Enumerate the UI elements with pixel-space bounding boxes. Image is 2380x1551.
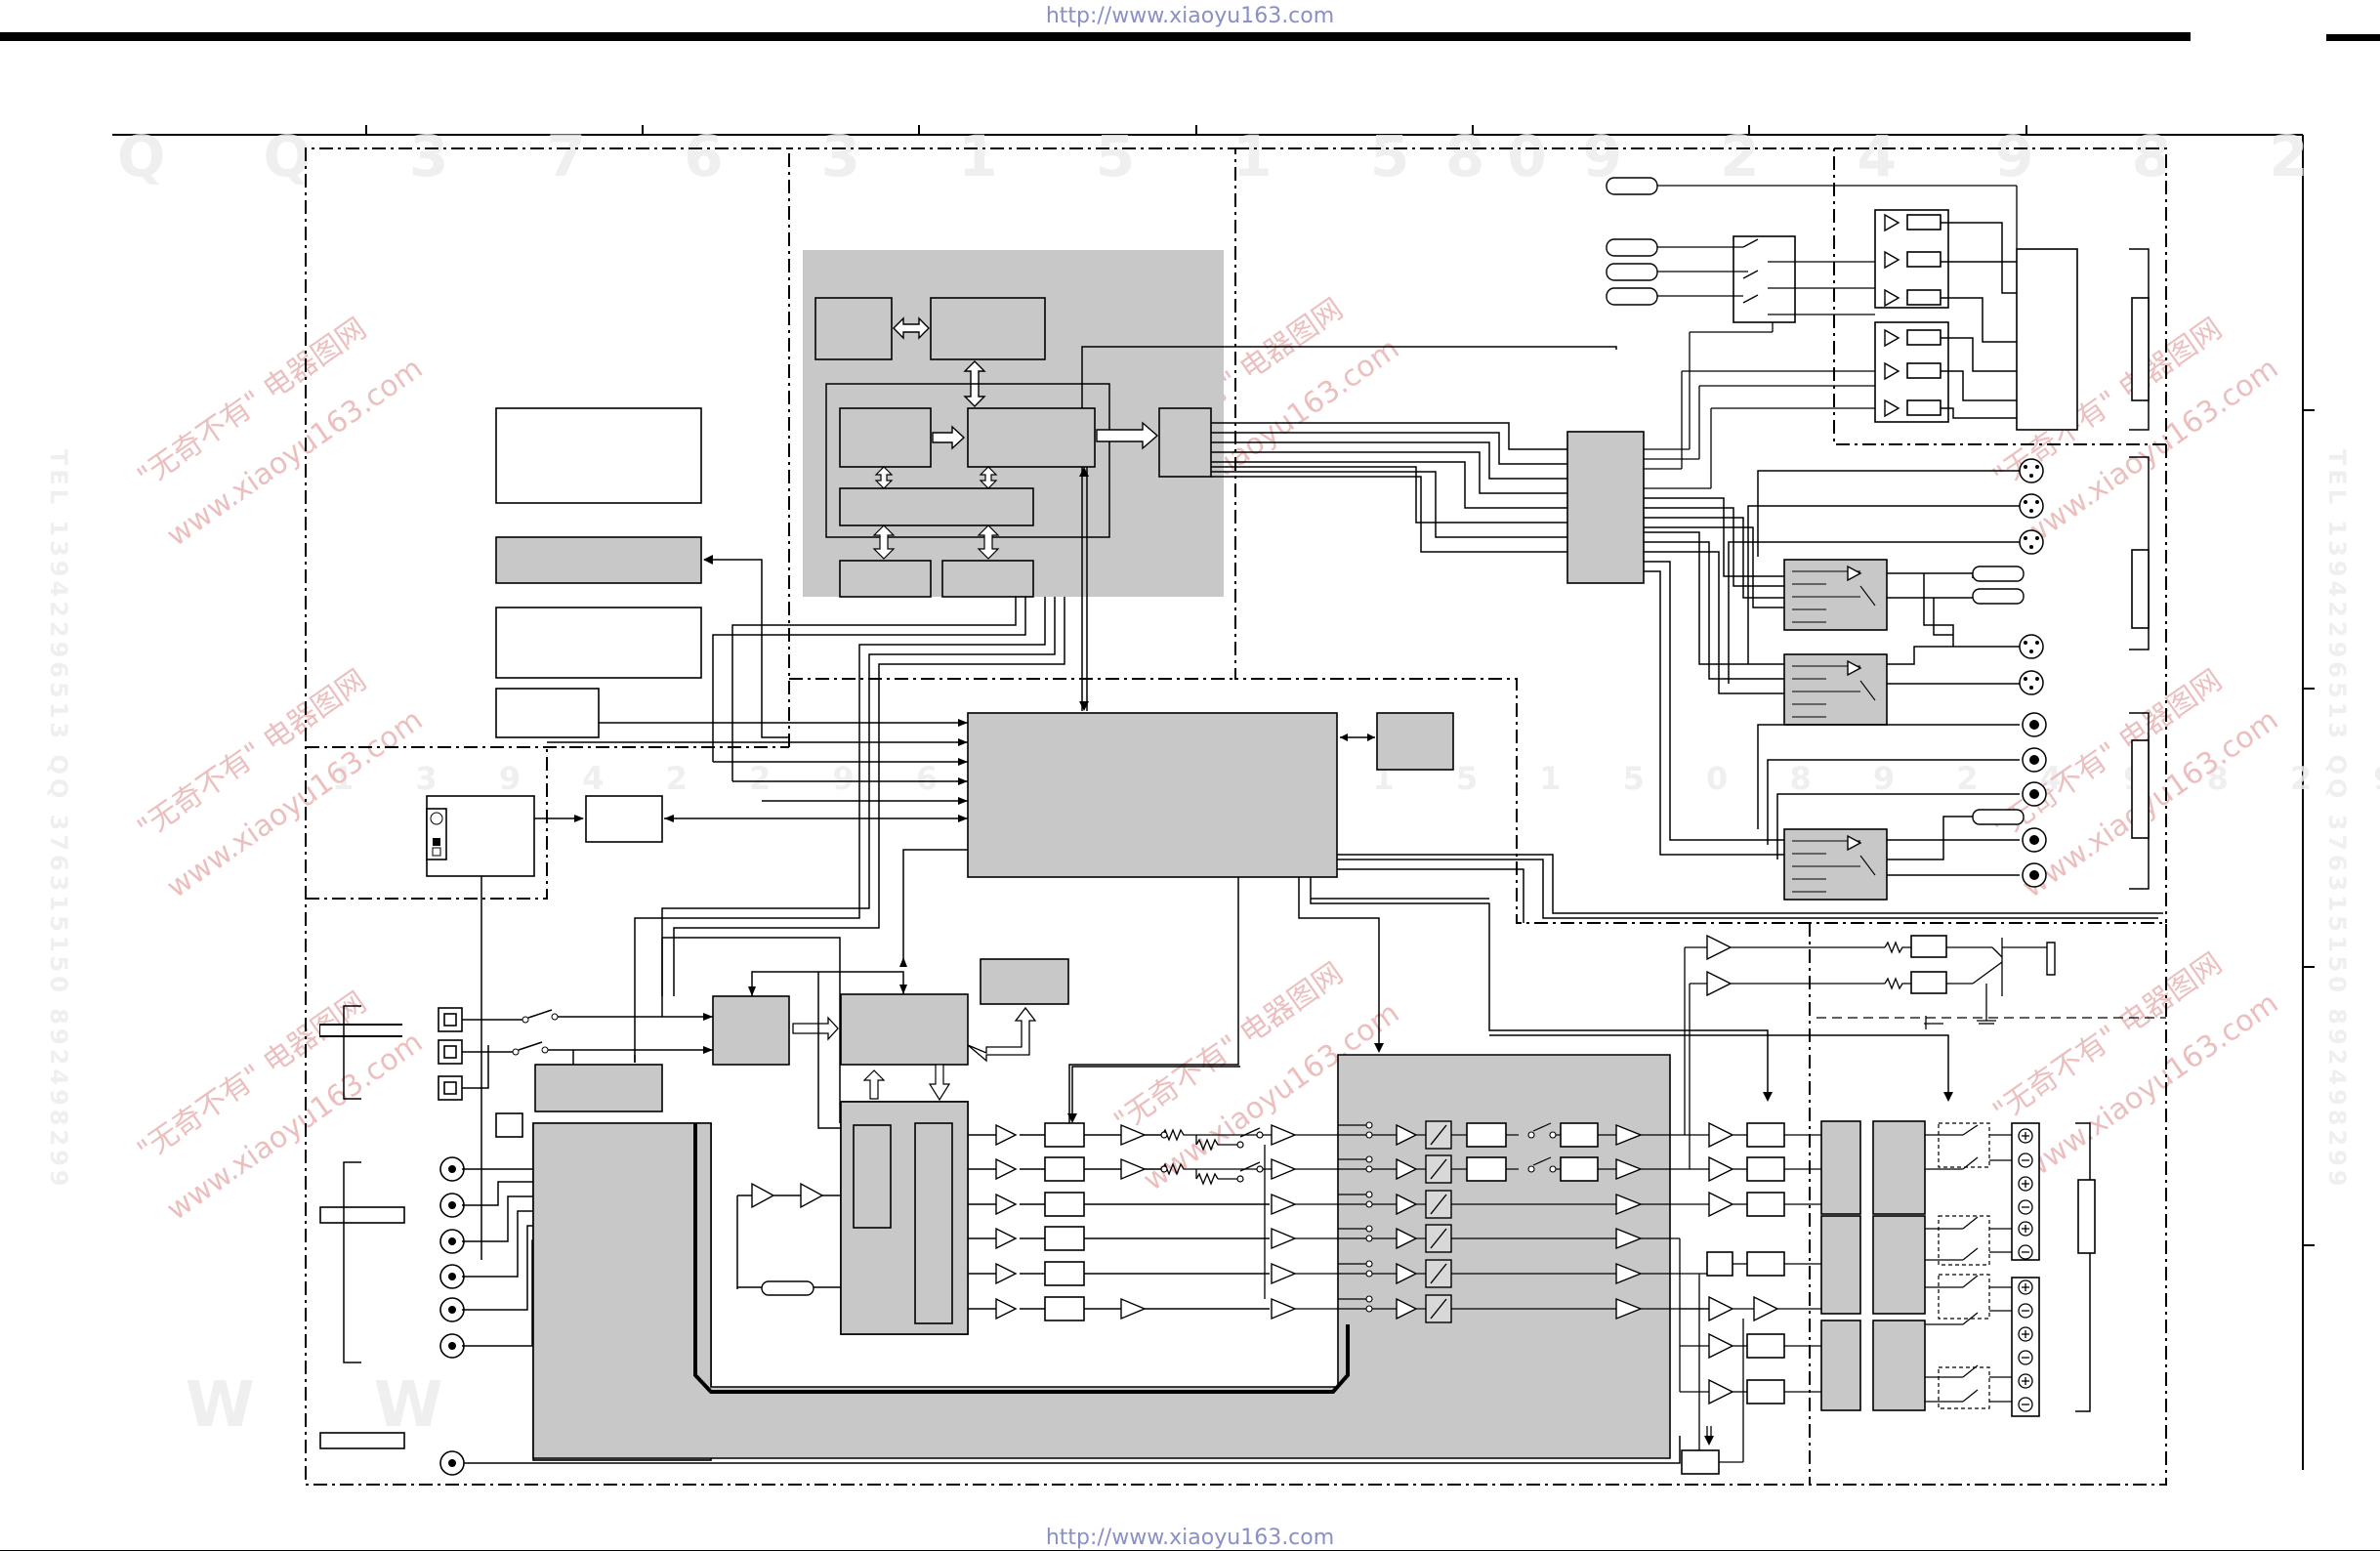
power-amp-section (1679, 934, 2096, 1475)
volume-region (532, 1054, 1711, 1459)
block-c (839, 407, 932, 468)
watermark-code-mid-right: 3 1 5 1 5 0 8 9 2 4 9 8 2 9 9 (1289, 760, 2380, 797)
router-block (1566, 431, 1645, 584)
arrow-c-d (932, 425, 966, 450)
main-processor (547, 467, 1454, 1063)
side-block (1376, 712, 1454, 771)
output-channels (952, 1122, 1338, 1321)
block-b (930, 297, 1046, 360)
block-e (1158, 407, 1212, 478)
switch-block-3 (1783, 828, 1888, 901)
amp-ic-6 (1872, 1320, 1926, 1411)
watermark-side-left: TEL 13942296513 QQ 376315150 892498299 (45, 449, 72, 1191)
controller-cluster (803, 250, 1617, 598)
amp-ic-1 (1820, 1120, 1861, 1215)
amp-ic-5 (1820, 1320, 1861, 1411)
arrow-d-e (1096, 421, 1159, 450)
block-a (814, 297, 893, 360)
switch-block-2 (1783, 653, 1888, 726)
watermark-code-top-left: Q Q 3 7 6 3 1 5 1 5 0 (117, 123, 1586, 189)
watermark-url-bottom: http://www.xiaoyu163.com (1045, 1526, 1335, 1550)
amp-ic-2 (1872, 1120, 1926, 1215)
volume-chips (1425, 1120, 1599, 1323)
watermark-url-top: http://www.xiaoyu163.com (1045, 4, 1335, 28)
main-to-volume (1067, 854, 2163, 1123)
output-router (1211, 177, 2150, 584)
input-jacks (438, 1007, 465, 1476)
watermark-code-top-right: 8 9 2 4 9 8 2 9 9 (1445, 123, 2380, 189)
block-h (941, 560, 1034, 598)
amp-ic-3 (1820, 1215, 1861, 1315)
adc-block (712, 995, 790, 1066)
buffer-amps (995, 1123, 1297, 1320)
main-block (967, 712, 1338, 878)
bus-arrow-ab (893, 316, 930, 340)
page-frame (0, 32, 2380, 1551)
mem-block (980, 958, 1069, 1005)
section-boundaries (305, 147, 2167, 1486)
av-outputs (1644, 456, 2150, 901)
amp-ic-4 (1872, 1215, 1926, 1315)
dsp-block (840, 993, 969, 1066)
switch-block-1 (1783, 559, 1888, 631)
block-f (839, 487, 1034, 526)
watermark-side-right: TEL 13942296513 QQ 376315150 892498299 (2323, 449, 2351, 1191)
speaker-terminal-rear (2011, 1277, 2040, 1417)
block-g (839, 560, 932, 598)
speaker-terminal-front (2011, 1122, 2040, 1261)
subsystem-frame (825, 383, 1110, 538)
block-d (967, 407, 1096, 468)
left-top-boxes (495, 407, 789, 738)
